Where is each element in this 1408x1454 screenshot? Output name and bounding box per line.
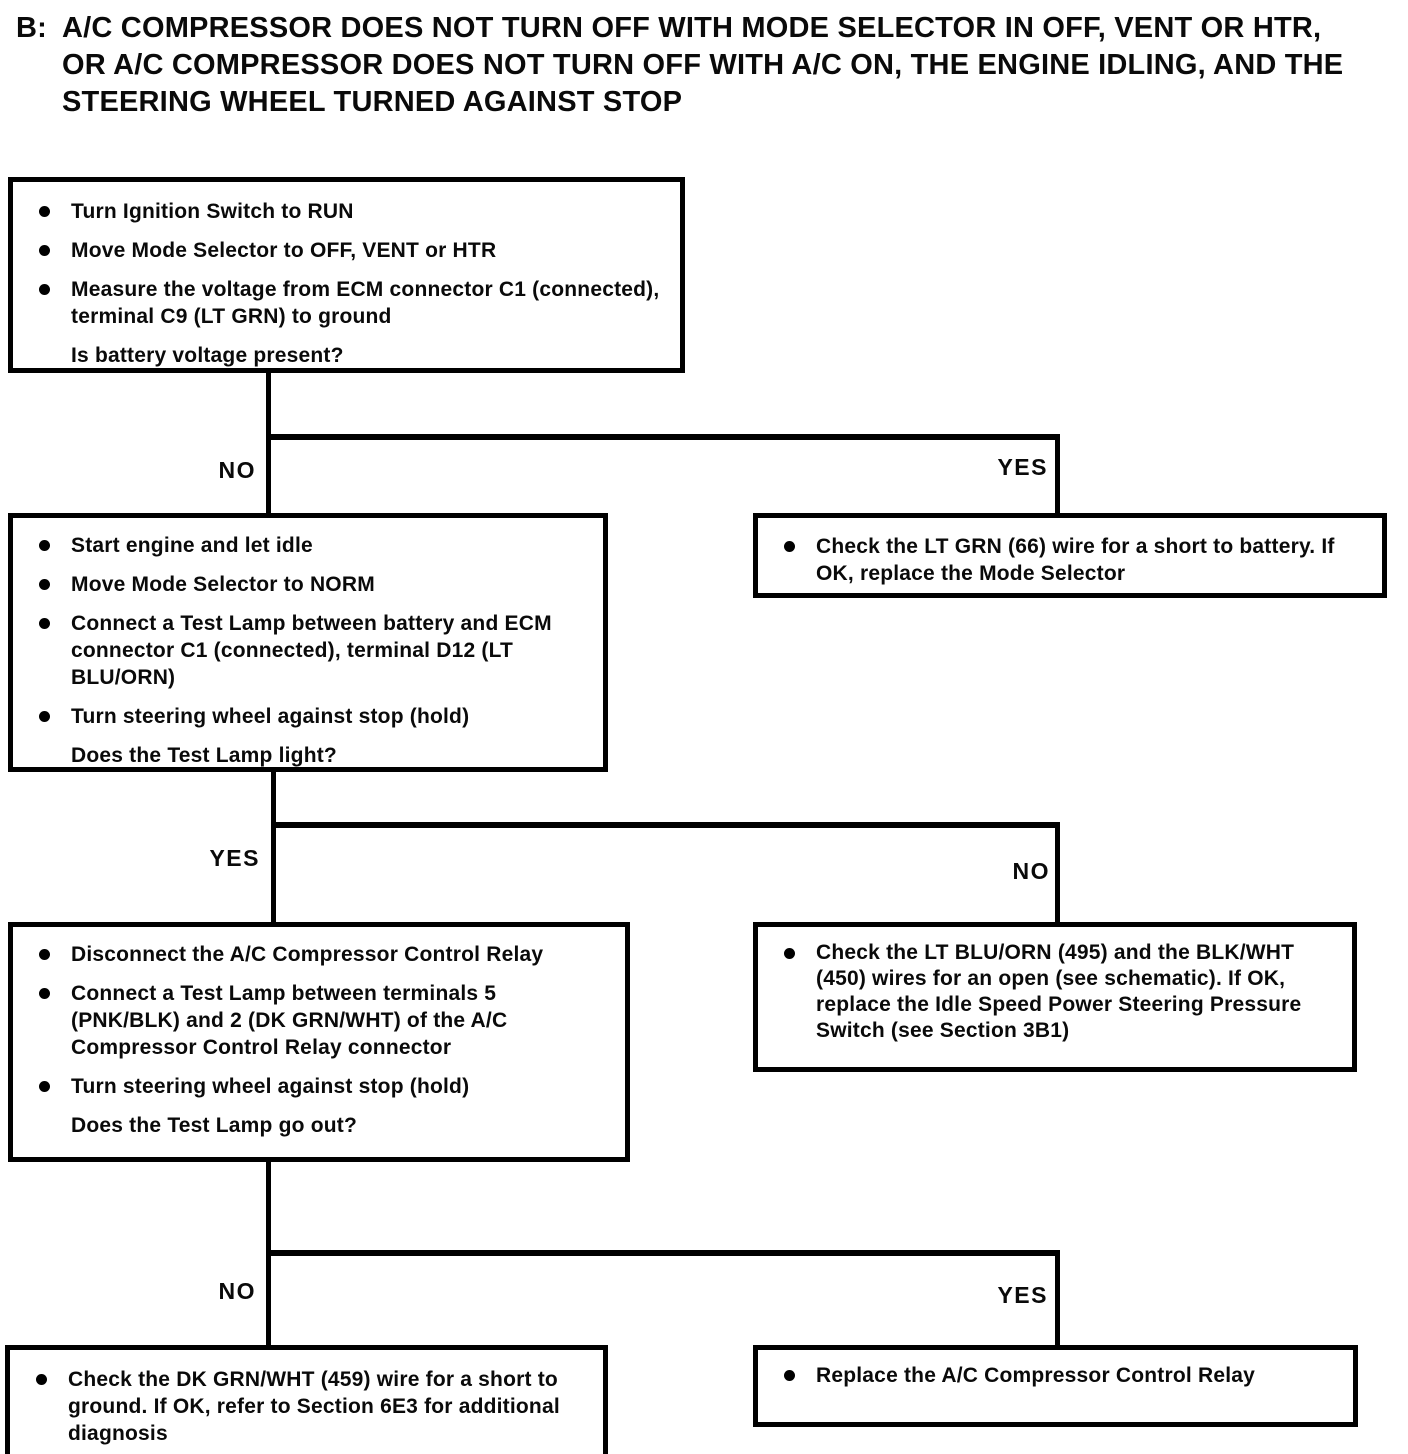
bullet-icon — [39, 540, 50, 551]
connector-vline — [1055, 434, 1060, 513]
flow-box-result-3-left: Check the DK GRN/WHT (459) wire for a sh… — [5, 1345, 608, 1454]
step-item-text: Measure the voltage from ECM connector C… — [71, 278, 660, 328]
flow-box-step-1: Turn Ignition Switch to RUN Move Mode Se… — [8, 177, 685, 373]
bullet-icon — [39, 245, 50, 256]
step-item-text: Connect a Test Lamp between terminals 5 … — [71, 982, 508, 1059]
step-item: Turn steering wheel against stop (hold) — [39, 1073, 607, 1100]
step-item: Check the LT BLU/ORN (495) and the BLK/W… — [784, 940, 1334, 1044]
bullet-icon — [39, 206, 50, 217]
bullet-icon — [39, 579, 50, 590]
step-item: Start engine and let idle — [39, 532, 585, 559]
step-item: Move Mode Selector to OFF, VENT or HTR — [39, 237, 662, 264]
step-item-text: Check the DK GRN/WHT (459) wire for a sh… — [68, 1368, 560, 1445]
bullet-icon — [39, 1081, 50, 1092]
connector-hline — [271, 822, 1060, 828]
flow-box-step-3: Disconnect the A/C Compressor Control Re… — [8, 922, 630, 1162]
step-item: Move Mode Selector to NORM — [39, 571, 585, 598]
step-item-text: Check the LT BLU/ORN (495) and the BLK/W… — [816, 941, 1302, 1042]
bullet-icon — [36, 1374, 47, 1385]
bullet-icon — [39, 284, 50, 295]
bullet-icon — [39, 988, 50, 999]
page-title: B: A/C COMPRESSOR DOES NOT TURN OFF WITH… — [16, 10, 1376, 121]
connector-hline — [266, 1250, 1060, 1256]
step-item: Replace the A/C Compressor Control Relay — [784, 1362, 1335, 1389]
bullet-icon — [39, 949, 50, 960]
decision-question: Is battery voltage present? — [71, 344, 344, 367]
step-item-text: Turn steering wheel against stop (hold) — [71, 705, 470, 728]
step-item-text: Move Mode Selector to OFF, VENT or HTR — [71, 239, 497, 262]
step-item: Turn steering wheel against stop (hold) — [39, 703, 585, 730]
connector-vline — [1055, 1250, 1060, 1345]
branch1-right-label: YES — [997, 454, 1048, 480]
step-item-text: Move Mode Selector to NORM — [71, 573, 375, 596]
step-item: Measure the voltage from ECM connector C… — [39, 276, 662, 330]
step-item: Connect a Test Lamp between terminals 5 … — [39, 980, 607, 1061]
step-item-text: Disconnect the A/C Compressor Control Re… — [71, 943, 544, 966]
flow-box-step-2: Start engine and let idle Move Mode Sele… — [8, 513, 608, 772]
branch3-left-label: NO — [218, 1278, 256, 1304]
branch2-right-label: NO — [1012, 858, 1050, 884]
step-item-text: Replace the A/C Compressor Control Relay — [816, 1364, 1255, 1387]
branch1-left-label: NO — [218, 457, 256, 483]
bullet-icon — [39, 618, 50, 629]
step-item: Check the LT GRN (66) wire for a short t… — [784, 533, 1364, 587]
step-item-text: Start engine and let idle — [71, 534, 313, 557]
title-text: A/C COMPRESSOR DOES NOT TURN OFF WITH MO… — [62, 12, 1344, 118]
branch3-right-label: YES — [997, 1282, 1048, 1308]
step-item-text: Connect a Test Lamp between battery and … — [71, 612, 552, 689]
decision-question: Does the Test Lamp go out? — [71, 1114, 357, 1137]
step-item-text: Turn Ignition Switch to RUN — [71, 200, 354, 223]
decision-question: Does the Test Lamp light? — [71, 744, 337, 767]
step-item-text: Check the LT GRN (66) wire for a short t… — [816, 535, 1335, 585]
branch2-left-label: YES — [209, 845, 260, 871]
flow-box-result-1-right: Check the LT GRN (66) wire for a short t… — [753, 513, 1387, 598]
bullet-icon — [784, 1370, 795, 1381]
bullet-icon — [784, 948, 795, 959]
bullet-icon — [784, 541, 795, 552]
step-item: Connect a Test Lamp between battery and … — [39, 610, 585, 691]
step-item: Turn Ignition Switch to RUN — [39, 198, 662, 225]
bullet-icon — [39, 711, 50, 722]
step-item: Disconnect the A/C Compressor Control Re… — [39, 941, 607, 968]
step-item: Check the DK GRN/WHT (459) wire for a sh… — [36, 1366, 585, 1447]
flow-box-result-3-right: Replace the A/C Compressor Control Relay — [753, 1345, 1358, 1427]
flow-box-result-2-right: Check the LT BLU/ORN (495) and the BLK/W… — [753, 922, 1357, 1072]
connector-vline — [271, 772, 276, 922]
step-item-text: Turn steering wheel against stop (hold) — [71, 1075, 470, 1098]
connector-hline — [266, 434, 1060, 440]
title-prefix: B: — [16, 12, 48, 44]
connector-vline — [1055, 822, 1060, 922]
connector-vline — [266, 373, 271, 513]
